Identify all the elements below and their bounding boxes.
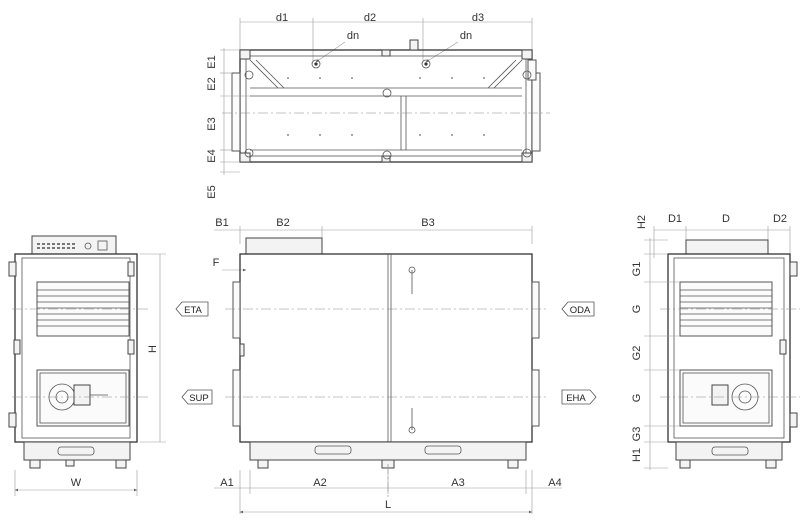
sup-tag: SUP xyxy=(181,389,213,405)
label-D2: D2 xyxy=(773,213,787,225)
label-B2: B2 xyxy=(276,217,289,229)
label-G-upper: G xyxy=(631,305,643,314)
label-A1: A1 xyxy=(220,477,233,489)
label-E4: E4 xyxy=(206,149,218,162)
right-side-view: D1 D D2 xyxy=(631,213,800,470)
label-d1: d1 xyxy=(276,12,288,24)
label-H1: H1 xyxy=(631,448,643,462)
label-D: D xyxy=(722,213,730,225)
oda-label: ODA xyxy=(570,305,591,316)
label-A2: A2 xyxy=(313,477,326,489)
label-dn-right: dn xyxy=(460,30,472,42)
label-F: F xyxy=(213,257,220,269)
label-dn-left: dn xyxy=(347,30,359,42)
label-D1: D1 xyxy=(668,213,682,225)
eha-tag: EHA xyxy=(561,389,597,405)
label-A3: A3 xyxy=(451,477,464,489)
label-L: L xyxy=(385,499,391,511)
oda-tag: ODA xyxy=(561,301,595,317)
left-side-view: H W xyxy=(8,235,166,496)
label-A4: A4 xyxy=(548,477,561,489)
label-E1: E1 xyxy=(206,55,218,68)
label-G-lower: G xyxy=(631,394,643,403)
sup-label: SUP xyxy=(189,393,209,404)
front-view: B1 B2 B3 F ETA xyxy=(175,217,597,514)
label-H: H xyxy=(147,345,159,353)
top-view: d1 d2 d3 dn dn xyxy=(206,12,550,199)
label-d3: d3 xyxy=(472,12,484,24)
eta-tag: ETA xyxy=(175,301,209,317)
label-G2: G2 xyxy=(631,346,643,361)
label-G3: G3 xyxy=(631,427,643,442)
label-G1: G1 xyxy=(631,262,643,277)
label-B1: B1 xyxy=(215,217,228,229)
label-B3: B3 xyxy=(421,217,434,229)
label-H2: H2 xyxy=(636,215,648,229)
label-d2: d2 xyxy=(364,12,376,24)
label-E5: E5 xyxy=(206,185,218,198)
eha-label: EHA xyxy=(566,393,586,404)
label-W: W xyxy=(71,477,82,489)
label-E3: E3 xyxy=(206,117,218,130)
eta-label: ETA xyxy=(184,305,202,316)
label-E2: E2 xyxy=(206,77,218,90)
